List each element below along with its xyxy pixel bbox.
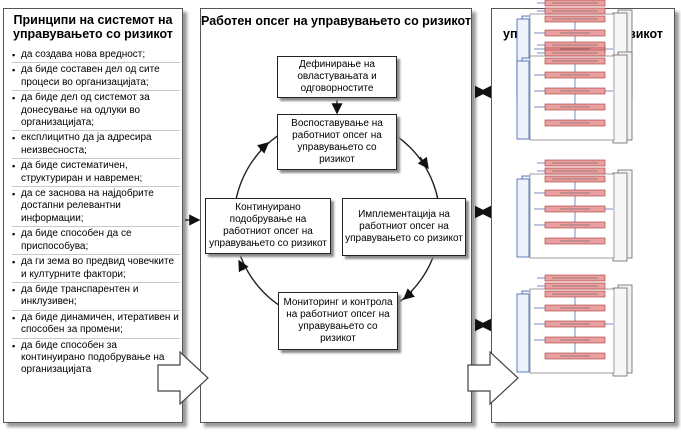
define-box: Дефинирање на овластувањата и одговорнос… [277, 56, 397, 98]
establish-box: Воспоставување на работниот опсег на упр… [277, 114, 397, 170]
principle-item: да се заснова на најдобрите достапни рел… [12, 188, 180, 228]
principle-item: да ги зема во предвид човечките и култур… [12, 256, 180, 283]
principle-item: да биде составен дел од сите процеси во … [12, 64, 180, 92]
principles-title: Принципи на системот на управувањето со … [13, 13, 173, 41]
improve-box: Континуирано подобрување на работниот оп… [205, 198, 331, 254]
principles-list: да создава нова вредност; да биде состав… [12, 49, 180, 379]
principles-panel: Принципи на системот на управувањето со … [3, 8, 183, 423]
middle-right-double-arrows [474, 85, 492, 332]
principle-item: експлицитно да ја адресира неизвесноста; [12, 132, 180, 160]
principle-item: да биде способен за континуирано подобру… [12, 340, 180, 378]
monitor-box: Мониторинг и контрола на работниот опсег… [278, 292, 398, 350]
principle-item: да биде динамичен, итеративен и способен… [12, 312, 180, 339]
implement-box: Имплементација на работниот опсег на упр… [342, 198, 466, 256]
principle-item: да биде транспарентен и инклузивен; [12, 284, 180, 311]
principle-item: да биде систематичен, структуриран и нав… [12, 160, 180, 188]
framework-title: Работен опсег на управувањето со ризикот [201, 14, 471, 28]
principle-item: да создава нова вредност; [12, 49, 180, 64]
principle-item: да биде способен да се приспособува; [12, 228, 180, 256]
processes-title: Процеси на управувањето со ризикот [503, 13, 663, 41]
processes-panel: Процеси на управувањето со ризикот [491, 8, 675, 423]
principle-item: да биде дел од системот за донесување на… [12, 92, 180, 132]
